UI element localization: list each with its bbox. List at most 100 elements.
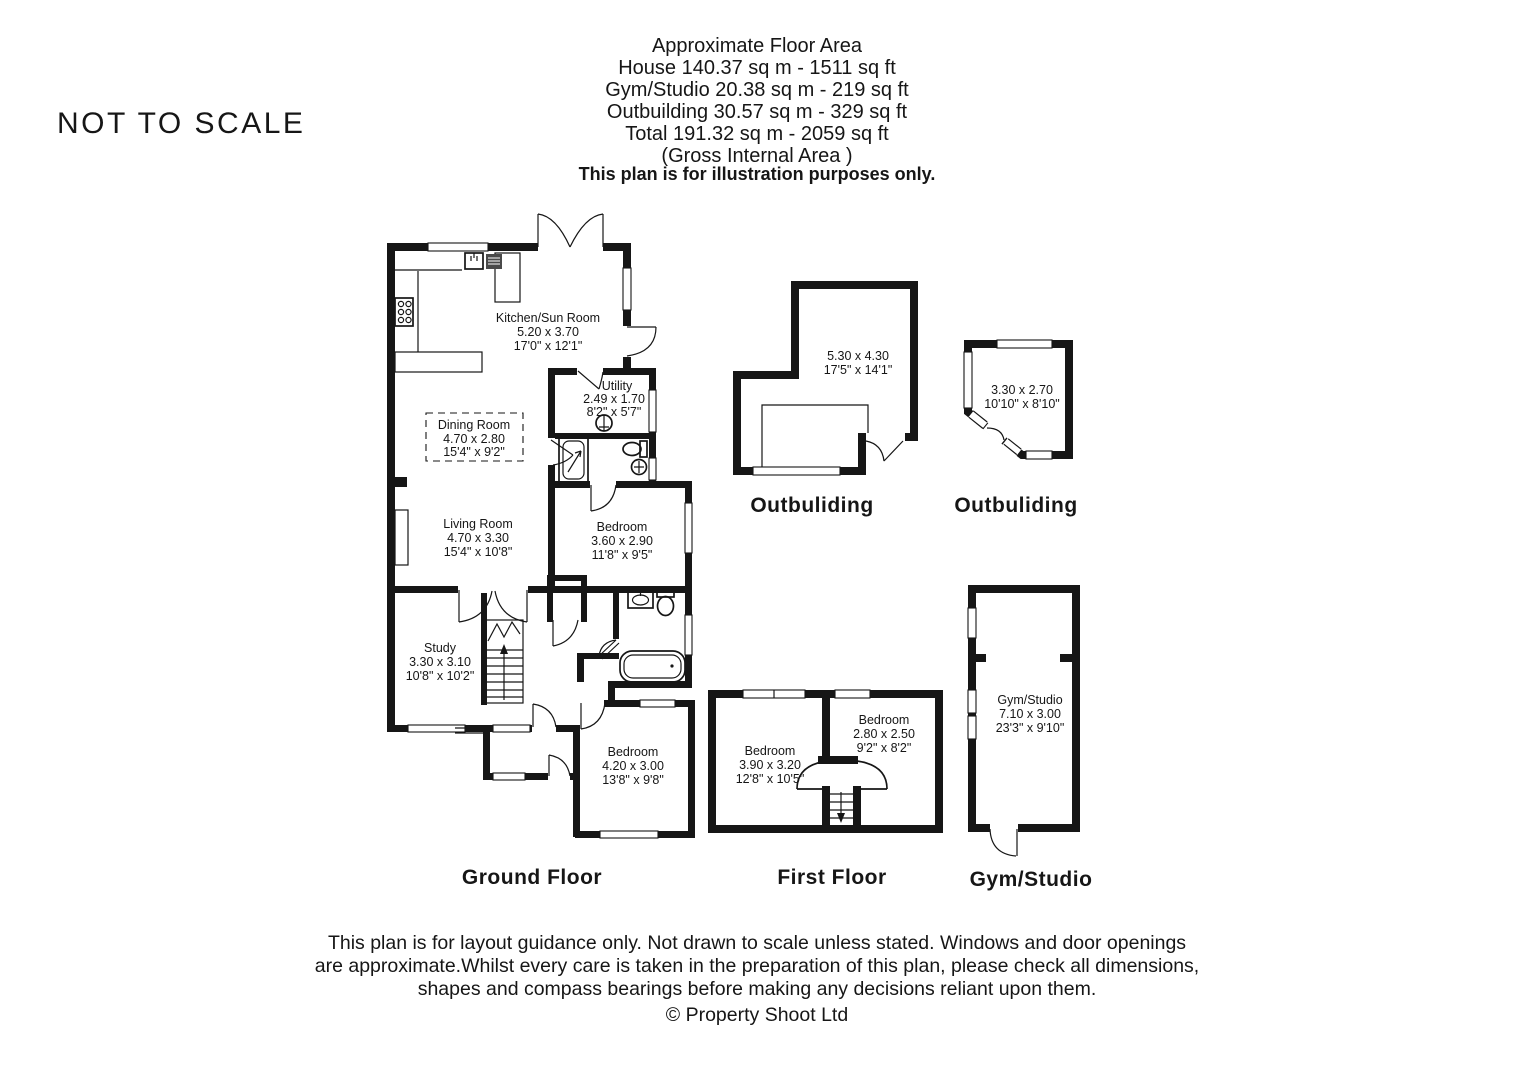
door-arc [532, 703, 557, 728]
kitchen-sink-taps [470, 253, 478, 261]
window [834, 689, 871, 699]
gym-studio-plan: Gym/Studio 7.10 x 3.00 23'3" x 9'10" Gym… [967, 585, 1093, 891]
bedroom1-label: Bedroom [597, 520, 648, 534]
floor-area-summary: Approximate Floor Area House 140.37 sq m… [579, 35, 936, 184]
door-arc [458, 590, 493, 623]
door-opening [866, 433, 905, 441]
basin-icon [630, 458, 648, 476]
ground-floor-windows [407, 242, 693, 839]
bedroom1-metric: 3.60 x 2.90 [591, 534, 653, 548]
door-arc [550, 439, 574, 466]
kitchen-metric: 5.20 x 3.70 [517, 325, 579, 339]
window [968, 410, 988, 429]
first-floor-label: First Floor [777, 866, 886, 889]
disclaimer: This plan is for layout guidance only. N… [315, 932, 1199, 1026]
ground-floor-room-labels: Kitchen/Sun Room 5.20 x 3.70 17'0" x 12'… [406, 311, 664, 787]
dining-label: Dining Room [438, 418, 510, 432]
living-metric: 4.70 x 3.30 [447, 531, 509, 545]
first-floor-plan: Bedroom 3.90 x 3.20 12'8" x 10'5" Bedroo… [708, 689, 943, 889]
wall-stub [968, 654, 986, 662]
wall-stub [1060, 654, 1080, 662]
kitchen-imperial: 17'0" x 12'1" [514, 339, 583, 353]
dining-room-outline [425, 412, 524, 462]
window [622, 267, 632, 311]
summary-outbuilding: Outbuilding 30.57 sq m - 329 sq ft [607, 101, 908, 123]
bedroom4-imperial: 9'2" x 8'2" [857, 741, 912, 755]
first-floor-room-labels: Bedroom 3.90 x 3.20 12'8" x 10'5" Bedroo… [736, 713, 915, 786]
bedroom2-label: Bedroom [608, 745, 659, 759]
landing-rail [796, 759, 888, 790]
shower-icon [558, 436, 589, 484]
copyright-label: © Property Shoot Ltd [666, 1004, 848, 1026]
summary-note: This plan is for illustration purposes o… [579, 164, 936, 184]
french-door-arc [537, 213, 571, 248]
porch-step [455, 727, 483, 734]
study-imperial: 10'8" x 10'2" [406, 669, 475, 683]
ground-floor-label: Ground Floor [462, 866, 602, 889]
window [492, 772, 526, 781]
window [648, 389, 657, 433]
door-arc [598, 639, 620, 660]
first-floor-stairs [796, 759, 888, 823]
outbuilding-right-plan: 3.30 x 2.70 10'10" x 8'10" Outbuliding [954, 339, 1077, 517]
kitchen-label: Kitchen/Sun Room [496, 311, 600, 325]
window [967, 715, 977, 740]
outbuilding-right-label: Outbuliding [954, 494, 1077, 517]
window [684, 614, 693, 656]
bedroom3-imperial: 12'8" x 10'5" [736, 772, 805, 786]
interior-step-line [761, 404, 869, 467]
outbuilding-left-metric: 5.30 x 4.30 [827, 349, 889, 363]
window [752, 466, 841, 476]
bedroom4-metric: 2.80 x 2.50 [853, 727, 915, 741]
chimney-breast [394, 509, 409, 566]
counter [395, 269, 462, 352]
gym-label: Gym/Studio [997, 693, 1062, 707]
gym-studio-label: Gym/Studio [970, 868, 1093, 891]
door-arc [865, 440, 904, 462]
summary-gross: (Gross Internal Area ) [661, 145, 852, 167]
dining-metric: 4.70 x 2.80 [443, 432, 505, 446]
disclaimer-line-3: shapes and compass bearings before makin… [418, 978, 1097, 1000]
outbuilding-left-imperial: 17'5" x 14'1" [824, 363, 893, 377]
gym-imperial: 23'3" x 9'10" [996, 721, 1065, 735]
door-arc [626, 326, 657, 357]
door-arc [552, 619, 579, 647]
door-arc [577, 370, 604, 390]
window [1003, 438, 1022, 456]
outbuilding-left-plan: 5.30 x 4.30 17'5" x 14'1" Outbuliding [733, 281, 918, 517]
door-arc [548, 754, 571, 777]
window [684, 502, 693, 554]
hob-icon [394, 297, 414, 327]
french-door-arc [569, 213, 604, 248]
outbuilding-right-metric: 3.30 x 2.70 [991, 383, 1053, 397]
living-label: Living Room [443, 517, 512, 531]
living-imperial: 15'4" x 10'8" [444, 545, 513, 559]
bedroom3-label: Bedroom [745, 744, 796, 758]
window [492, 724, 531, 733]
outbuilding-left-label: Outbuliding [750, 494, 873, 517]
summary-title: Approximate Floor Area [652, 35, 863, 57]
utility-imperial: 8'2" x 5'7" [587, 405, 642, 419]
summary-total: Total 191.32 sq m - 2059 sq ft [625, 123, 889, 145]
door-opening [990, 824, 1018, 832]
window-gap [968, 410, 988, 429]
counter [394, 351, 483, 373]
toilet-cistern [639, 440, 648, 458]
window [996, 339, 1053, 349]
door-arc [986, 427, 1005, 441]
window [967, 607, 977, 639]
dining-imperial: 15'4" x 9'2" [443, 445, 505, 459]
outbuilding-right-imperial: 10'10" x 8'10" [984, 397, 1060, 411]
window [639, 699, 676, 708]
summary-gym: Gym/Studio 20.38 sq m - 219 sq ft [605, 79, 909, 101]
bedroom4-label: Bedroom [859, 713, 910, 727]
window [967, 689, 977, 714]
toilet-icon [622, 441, 642, 457]
window [1025, 450, 1053, 460]
ground-floor-doors [455, 213, 657, 777]
utility-label: Utility [602, 379, 633, 393]
toilet-icon [656, 595, 675, 617]
utility-sink-tap [599, 415, 609, 431]
door-arc [590, 484, 617, 512]
